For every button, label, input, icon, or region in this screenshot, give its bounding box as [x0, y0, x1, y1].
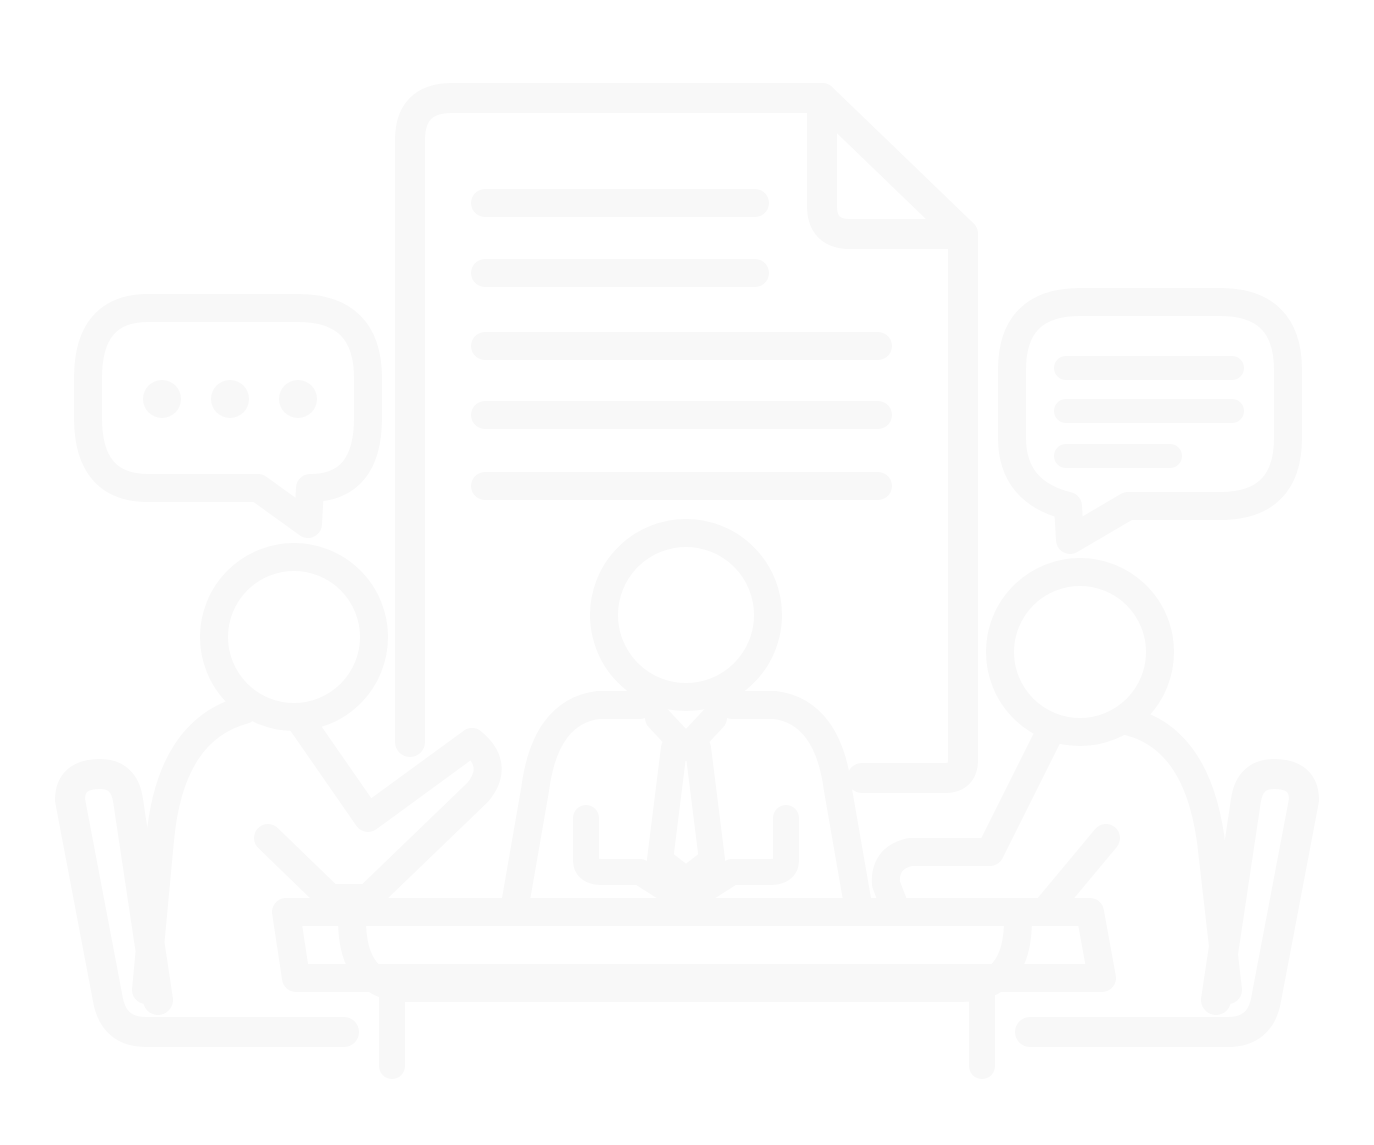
table-front — [338, 906, 1032, 1002]
chair-icon — [55, 759, 359, 1047]
chair-icon — [1015, 759, 1319, 1047]
speech-bubble-outline — [74, 294, 382, 538]
table-top — [272, 898, 1116, 992]
chair-back — [1015, 759, 1319, 1047]
person-body — [132, 696, 258, 1004]
ellipsis-speech-bubble-icon — [74, 294, 382, 538]
person-body — [718, 691, 872, 919]
document-icon — [395, 83, 978, 793]
table-icon — [272, 898, 1116, 1079]
document-text-lines — [471, 189, 892, 500]
person-hand — [675, 805, 799, 913]
person-shoulder — [286, 706, 486, 832]
ellipsis-dot — [143, 380, 181, 418]
ellipsis-dot — [211, 380, 249, 418]
person-with-tie-icon — [501, 519, 872, 919]
chair-back — [55, 759, 359, 1047]
person-arm — [254, 728, 502, 912]
person-body — [501, 691, 654, 919]
person-head — [200, 543, 388, 731]
tie — [645, 705, 727, 893]
ellipsis-dot — [279, 380, 317, 418]
document-corner-fold — [807, 83, 978, 249]
speech-bubble-outline — [998, 288, 1302, 554]
text-speech-bubble-icon — [998, 288, 1302, 554]
person-hand — [573, 805, 697, 913]
person-icon — [132, 543, 502, 1004]
person-head — [986, 558, 1174, 746]
person-head — [590, 519, 782, 711]
person-arm — [871, 714, 1066, 924]
person-body — [1116, 708, 1242, 1004]
